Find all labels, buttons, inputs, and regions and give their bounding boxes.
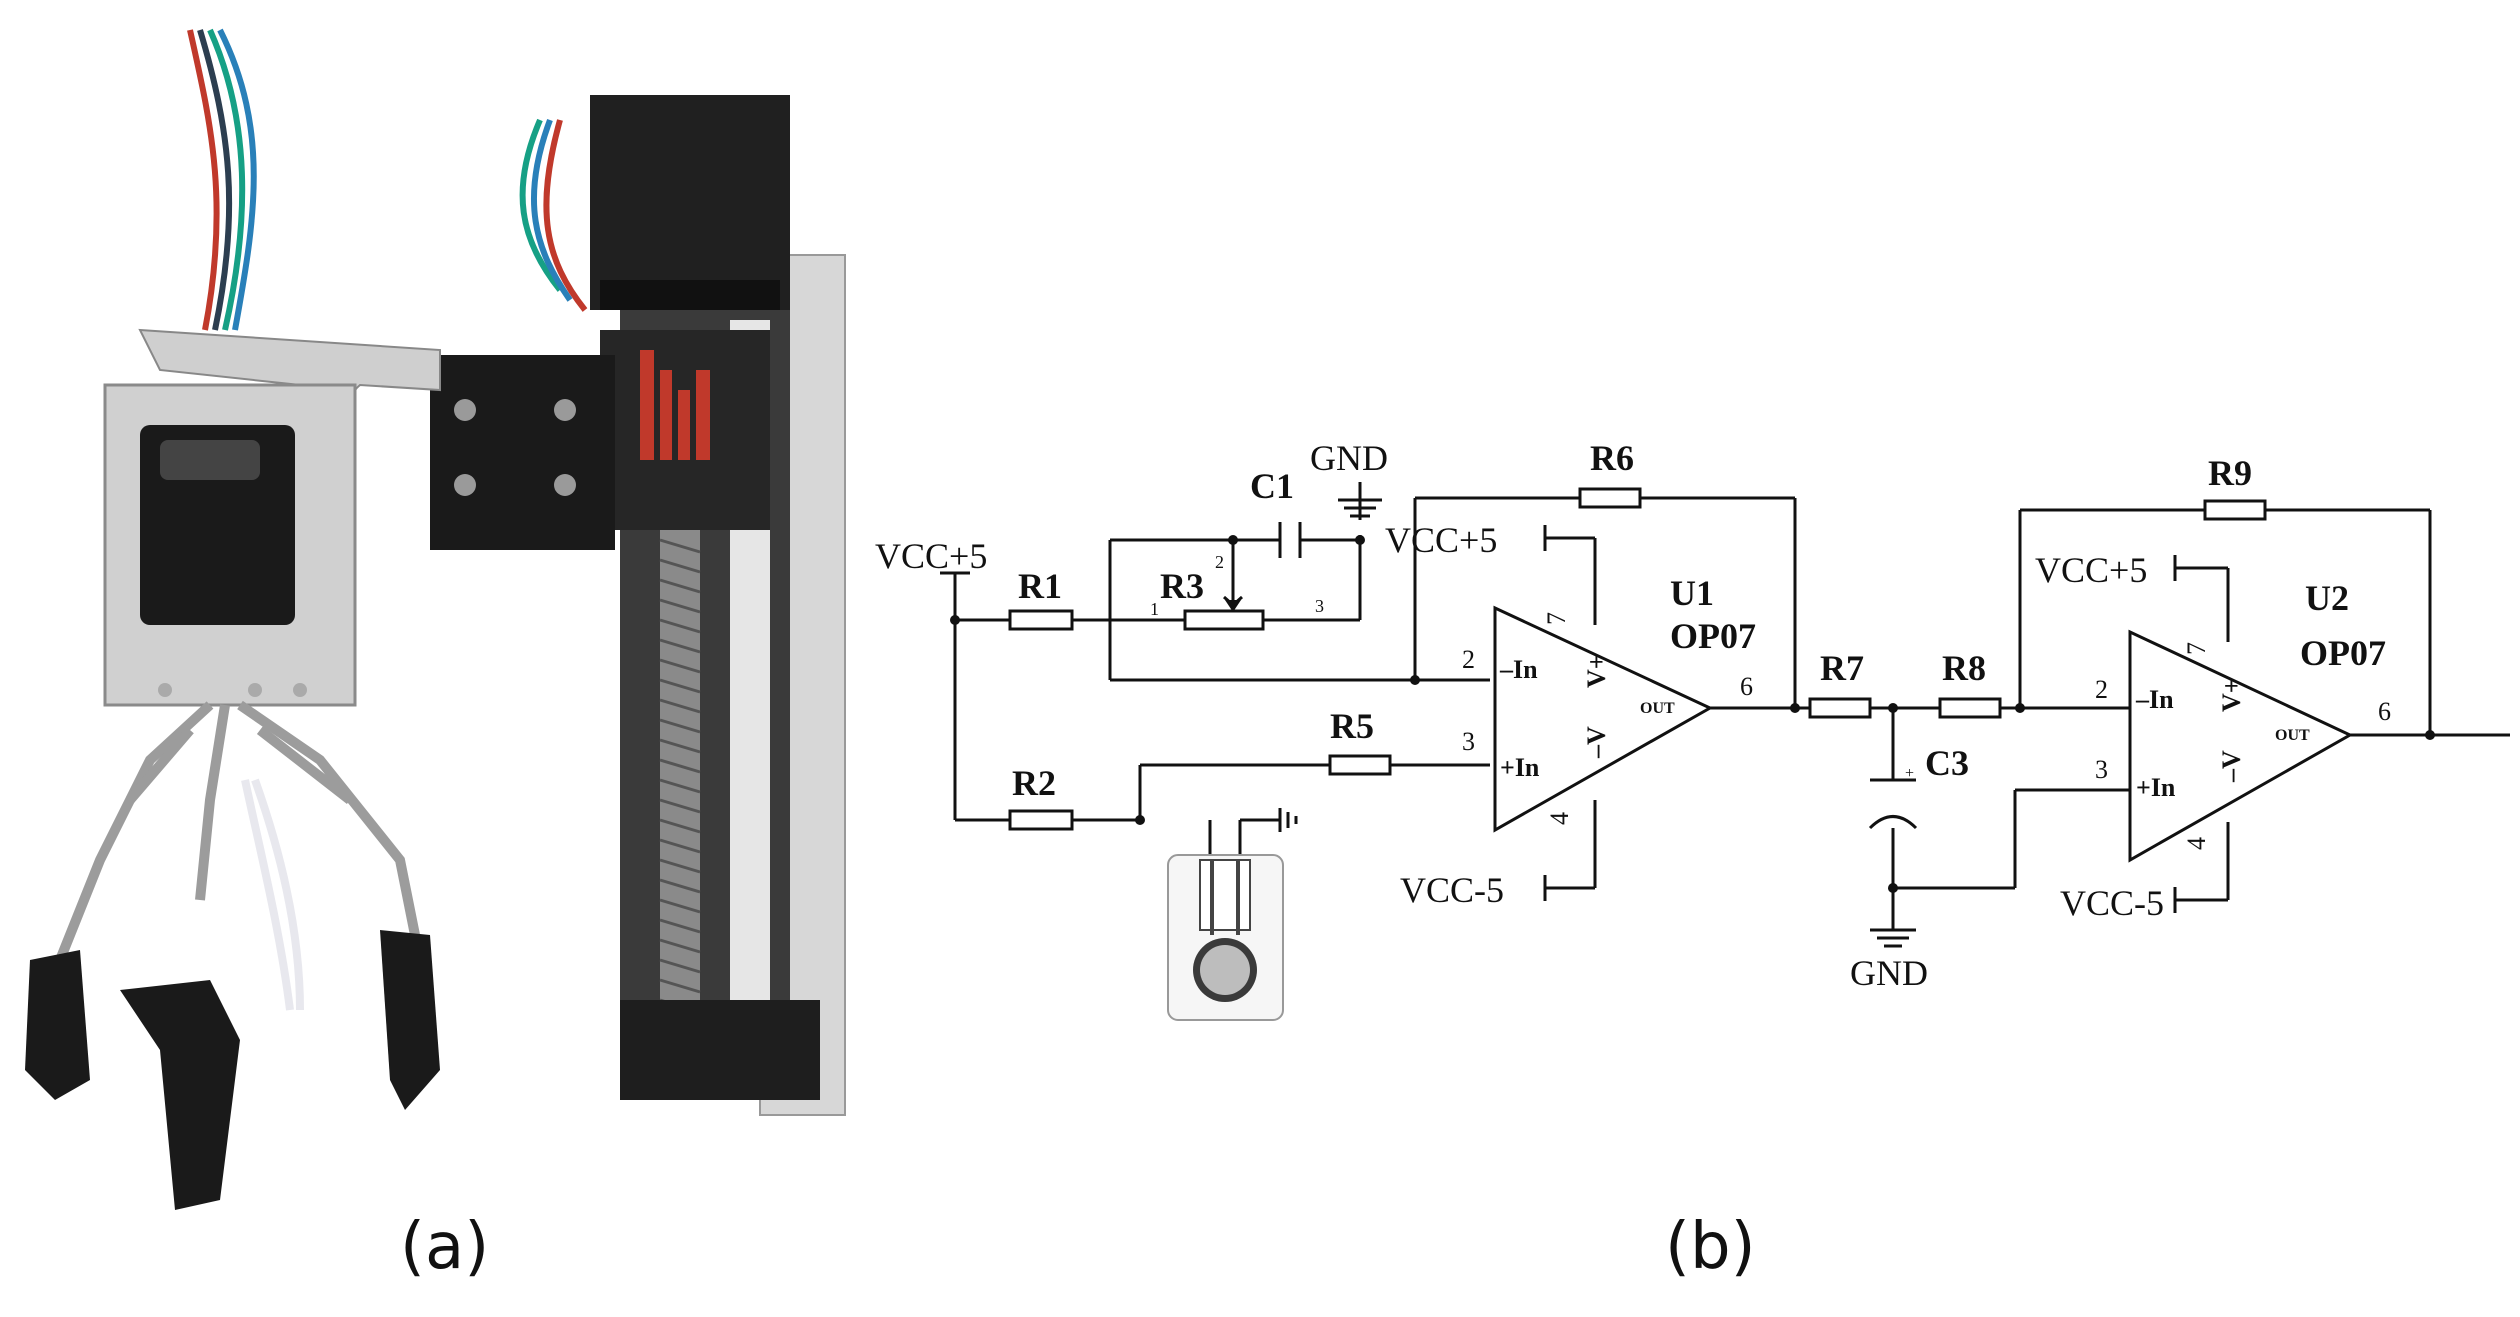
lead-screw xyxy=(659,520,701,1040)
u2-pin-6: 6 xyxy=(2378,697,2391,726)
resistor-r1 xyxy=(1008,609,1074,631)
r3-pin-2: 2 xyxy=(1215,552,1224,572)
vcc-label-u1-pos: VCC+5 xyxy=(1385,520,1497,560)
u2-pin-2: 2 xyxy=(2095,675,2108,704)
u1-in-pos: +In xyxy=(1500,753,1540,782)
vcc-label-u2-pos: VCC+5 xyxy=(2035,550,2147,590)
resistor-r6 xyxy=(1578,487,1642,509)
r8-label: R8 xyxy=(1942,648,1986,688)
u1-out: OUT xyxy=(1640,700,1675,717)
u2-pin-3: 3 xyxy=(2095,755,2108,784)
caption-b: (b) xyxy=(1665,1210,1756,1284)
r3-label: R3 xyxy=(1160,566,1204,606)
c3-label: C3 xyxy=(1925,743,1969,783)
u1-v-neg: –V xyxy=(1582,726,1611,759)
finger-pads xyxy=(25,930,440,1210)
u2-part-label: OP07 xyxy=(2300,633,2386,673)
u1-pin-4: 4 xyxy=(1545,812,1574,825)
c1-label: C1 xyxy=(1250,466,1294,506)
gnd-label-top: GND xyxy=(1310,438,1388,478)
u2-in-pos: +In xyxy=(2136,773,2176,802)
u1-pin-2: 2 xyxy=(1462,645,1475,674)
u1-pin-7: 7 xyxy=(1542,612,1571,625)
junction-dots xyxy=(950,535,2435,893)
gripper-fingers xyxy=(55,700,425,962)
resistor-r7 xyxy=(1808,697,1872,719)
capacitor-c3 xyxy=(1868,778,1918,830)
wires xyxy=(940,496,2510,930)
sensor-cables xyxy=(241,778,304,1011)
vcc-label-u1-neg: VCC-5 xyxy=(1400,870,1504,910)
u2-in-neg: –In xyxy=(2135,685,2174,714)
stepper-motor xyxy=(590,95,790,310)
r3-pin-3: 3 xyxy=(1315,596,1324,616)
vcc-label-input: VCC+5 xyxy=(875,536,987,576)
r6-label: R6 xyxy=(1590,438,1634,478)
gnd-symbol-top xyxy=(1338,482,1382,520)
u1-ref-label: U1 xyxy=(1670,573,1714,613)
u1-in-neg: –In xyxy=(1499,655,1538,684)
gnd-label-bottom: GND xyxy=(1850,953,1928,993)
gnd-symbol-bottom xyxy=(1870,928,1916,948)
u1-pin-6: 6 xyxy=(1740,672,1753,701)
u1-pin-3: 3 xyxy=(1462,727,1475,756)
force-sensor xyxy=(1167,854,1284,1021)
c3-polarity-plus: + xyxy=(1905,765,1914,782)
vcc-label-u2-neg: VCC-5 xyxy=(2060,883,2164,923)
capacitor-c1 xyxy=(1278,522,1302,558)
u2-v-pos: V+ xyxy=(2217,678,2246,712)
rail-foot xyxy=(620,1000,820,1100)
resistor-r9 xyxy=(2203,499,2267,521)
r5-label: R5 xyxy=(1330,706,1374,746)
mount-block xyxy=(430,355,615,550)
opamp-u2 xyxy=(2128,629,2354,863)
opamp-u1 xyxy=(1493,605,1714,833)
resistor-r8 xyxy=(1938,697,2002,719)
resistor-r3 xyxy=(1183,609,1265,631)
u1-part-label: OP07 xyxy=(1670,616,1756,656)
u2-v-neg: –V xyxy=(2217,750,2246,783)
cable-bundle-right xyxy=(519,118,588,312)
u2-pin-4: 4 xyxy=(2182,837,2211,850)
r7-label: R7 xyxy=(1820,648,1864,688)
resistors xyxy=(1008,487,2267,831)
caption-a: (a) xyxy=(400,1210,490,1284)
supply-bars xyxy=(1543,525,2177,913)
cable-bundle-left xyxy=(187,28,257,331)
r9-label: R9 xyxy=(2208,453,2252,493)
resistor-r5 xyxy=(1328,754,1392,776)
u1-v-pos: V+ xyxy=(1582,654,1611,688)
red-coupling xyxy=(640,350,710,460)
u2-out: OUT xyxy=(2275,727,2310,744)
u2-pin-7: 7 xyxy=(2182,642,2211,655)
u2-ref-label: U2 xyxy=(2305,578,2349,618)
r1-label: R1 xyxy=(1018,566,1062,606)
r3-pin-1: 1 xyxy=(1150,599,1159,619)
r2-label: R2 xyxy=(1012,763,1056,803)
resistor-r2 xyxy=(1008,809,1074,831)
